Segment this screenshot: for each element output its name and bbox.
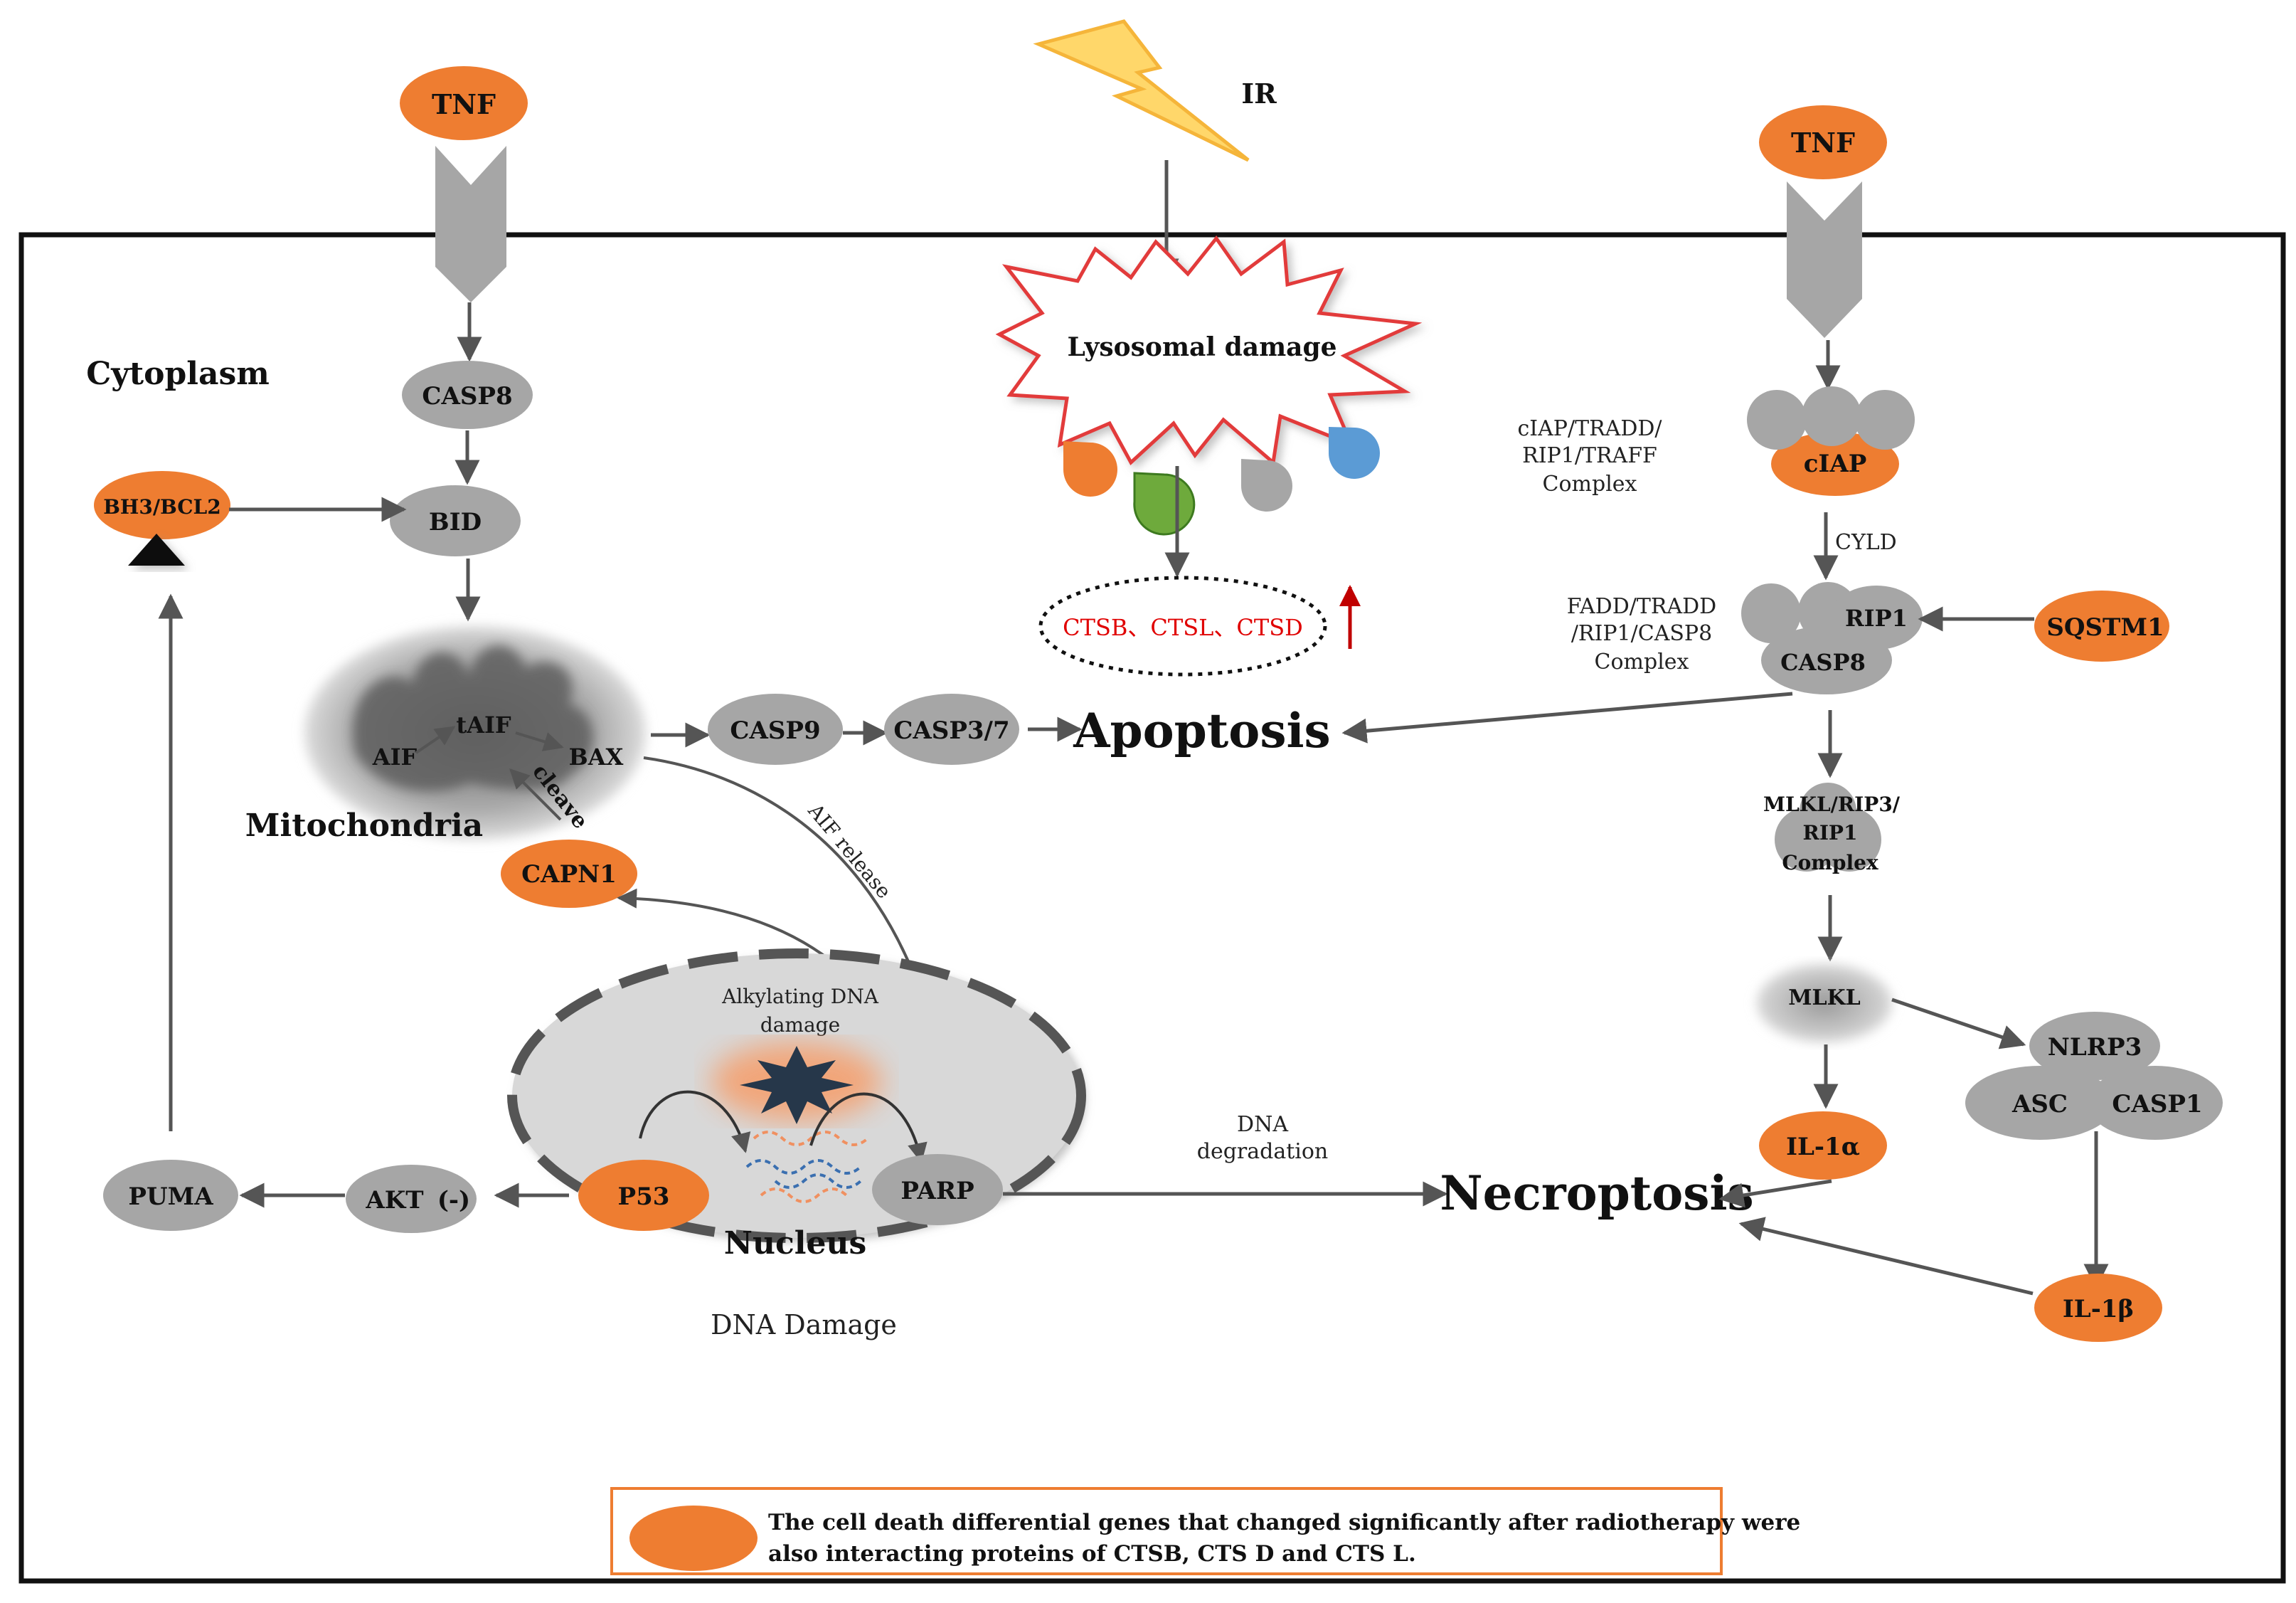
taif-label: tAIF — [456, 711, 511, 739]
fadd-complex-label-1: FADD/TRADD — [1567, 594, 1716, 619]
tnf-right-receptor — [1787, 181, 1862, 338]
tnf-right-label: TNF — [1791, 127, 1855, 159]
il1b-label: IL-1β — [2063, 1295, 2134, 1323]
legend-swatch — [629, 1506, 758, 1571]
dna-damage-label: DNA Damage — [711, 1309, 897, 1340]
ciap-label: cIAP — [1804, 450, 1867, 478]
p53-label: P53 — [618, 1183, 670, 1211]
inhibition-triangle — [128, 534, 185, 566]
cathepsins-label: CTSB、CTSL、CTSD — [1063, 614, 1303, 641]
rip1-label: RIP1 — [1845, 605, 1908, 632]
legend-text-2: also interacting proteins of CTSB, CTS D… — [768, 1541, 1416, 1567]
ciap-node — [1771, 432, 1899, 496]
capn1-label: CAPN1 — [521, 860, 617, 889]
casp8-label: CASP8 — [422, 382, 512, 411]
ciap-complex-label-3: Complex — [1543, 472, 1637, 497]
cathepsin-orange-icon — [1063, 441, 1117, 497]
il1b-node — [2034, 1274, 2162, 1342]
sqstm1-node — [2034, 591, 2169, 662]
ir-label: IR — [1241, 78, 1277, 110]
casp1-node — [2088, 1066, 2223, 1140]
sqstm1-label: SQSTM1 — [2046, 613, 2164, 642]
akt-label: AKT — [365, 1186, 423, 1215]
casp8-complex-label: CASP8 — [1780, 649, 1866, 676]
mlkl-node — [1757, 964, 1892, 1042]
bid-node — [390, 485, 521, 556]
tnf-right-node — [1759, 105, 1887, 179]
tnf-left-receptor — [435, 146, 506, 302]
dna-damage-burst — [740, 1046, 854, 1124]
fadd-complex-label-3: Complex — [1595, 650, 1689, 674]
casp8-node — [402, 361, 533, 429]
p53-node — [578, 1160, 709, 1231]
bh3-bcl2-label: BH3/BCL2 — [103, 495, 220, 519]
ciap-complex-label-2: RIP1/TRAFF — [1522, 443, 1657, 468]
akt-node — [346, 1165, 477, 1233]
casp37-node — [884, 694, 1019, 765]
alkylating-label-1: Alkylating DNA — [721, 985, 879, 1008]
nlrp3-node — [2029, 1012, 2160, 1080]
fadd-complex-label-2: /RIP1/CASP8 — [1571, 621, 1712, 646]
asc-node — [1965, 1066, 2115, 1140]
alkylating-label-2: damage — [760, 1013, 840, 1037]
mlkl-complex-label-3: Complex — [1782, 851, 1878, 874]
nuclear-envelope — [507, 948, 1086, 1243]
casp9-node — [708, 694, 843, 765]
nlrp3-label: NLRP3 — [2048, 1033, 2142, 1062]
asc-label: ASC — [2011, 1090, 2068, 1118]
casp9-label: CASP9 — [730, 716, 820, 745]
mlkl-complex-label-1: MLKL/RIP3/ — [1763, 793, 1901, 816]
cytoplasm-label: Cytoplasm — [86, 356, 270, 392]
il1a-label: IL-1α — [1786, 1133, 1860, 1161]
parp-node — [872, 1154, 1003, 1225]
lysosome-burst — [995, 235, 1423, 466]
nucleus-label: Nucleus — [724, 1225, 866, 1261]
bid-label: BID — [429, 508, 482, 536]
mlkl-label: MLKL — [1788, 985, 1860, 1010]
cathepsin-green-icon — [1133, 472, 1196, 536]
necroptosis-label: Necroptosis — [1440, 1165, 1753, 1221]
tnf-left-label: TNF — [432, 88, 496, 120]
cathepsins-node — [1038, 576, 1327, 677]
apoptosis-label: Apoptosis — [1073, 703, 1330, 758]
akt-sign-label: (-) — [437, 1186, 470, 1215]
ciap-complex-label-1: cIAP/TRADD/ — [1517, 416, 1662, 441]
parp-label: PARP — [900, 1177, 974, 1205]
ir-lightning-icon — [1033, 19, 1250, 162]
mlkl-complex-label-2: RIP1 — [1803, 821, 1858, 845]
casp8-complex-node — [1761, 626, 1892, 694]
aif-label: AIF — [372, 744, 418, 771]
capn1-node — [501, 840, 637, 908]
puma-label: PUMA — [128, 1183, 213, 1211]
cyld-label: CYLD — [1835, 530, 1897, 555]
mitochondria-label: Mitochondria — [245, 808, 483, 844]
cathepsin-gray-icon — [1241, 459, 1292, 512]
tnf-left-node — [400, 66, 528, 140]
casp1-label: CASP1 — [2112, 1090, 2202, 1118]
lysosomal-damage-label: Lysosomal damage — [1067, 332, 1336, 362]
legend-text-1: The cell death differential genes that c… — [768, 1510, 1800, 1535]
cathepsin-blue-icon — [1328, 427, 1380, 480]
bh3-bcl2-node — [94, 471, 230, 539]
puma-node — [103, 1160, 238, 1231]
aif-release-label: AIF release — [803, 799, 896, 904]
legend-box — [610, 1487, 1723, 1575]
dna-degradation-label-1: DNA — [1237, 1112, 1288, 1137]
casp37-label: CASP3/7 — [893, 716, 1009, 745]
il1a-node — [1759, 1111, 1887, 1180]
cell-membrane — [18, 232, 2286, 1584]
dna-degradation-label-2: degradation — [1197, 1139, 1329, 1164]
bax-label: BAX — [569, 744, 624, 771]
